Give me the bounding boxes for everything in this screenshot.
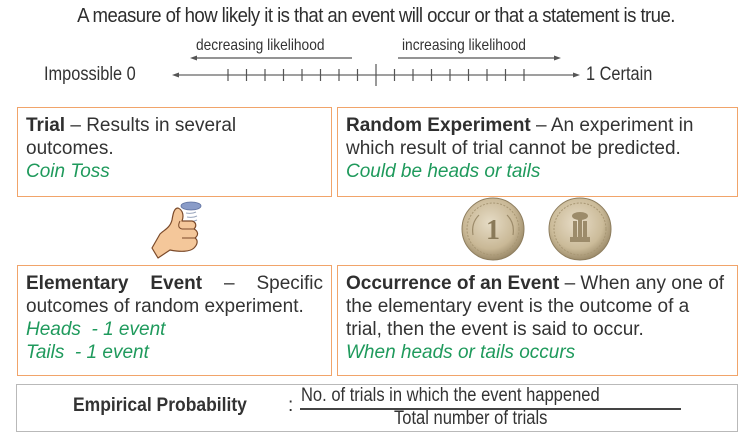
trial-example: Coin Toss xyxy=(26,161,110,182)
empirical-probability-formula: Empirical Probability : No. of trials in… xyxy=(16,384,738,432)
formula-separator: : xyxy=(288,395,294,416)
coin-heads-icon: 1 xyxy=(461,197,525,261)
svg-text:1: 1 xyxy=(486,215,500,246)
trial-definition: – Results in several outcomes. xyxy=(26,115,237,159)
formula-denominator: Total number of trials xyxy=(394,408,548,429)
arrow-right-icon xyxy=(573,72,580,78)
occurrence-definition: – When any one of the elementary event i… xyxy=(346,273,725,340)
random-experiment-definition: – An experiment in which result of trial… xyxy=(346,115,694,159)
increasing-likelihood-label: increasing likelihood xyxy=(402,37,526,54)
elementary-event-def-start: Specific xyxy=(256,273,324,294)
elementary-event-line1: Elementary Event – Specific xyxy=(26,272,323,295)
elementary-event-example-heads: Heads - 1 event xyxy=(26,319,166,340)
coin-tails-icon xyxy=(548,197,612,261)
impossible-label: Impossible 0 xyxy=(44,64,136,85)
left-arrow-icon xyxy=(190,55,352,61)
trial-term: Trial xyxy=(26,115,66,136)
formula-label: Empirical Probability xyxy=(73,395,247,416)
elementary-event-dash: – xyxy=(224,273,235,294)
right-arrow-icon xyxy=(398,55,561,61)
random-experiment-term: Random Experiment xyxy=(346,115,531,136)
elementary-event-example-tails: Tails - 1 event xyxy=(26,342,149,363)
formula-numerator: No. of trials in which the event happene… xyxy=(301,385,600,406)
intro-text: A measure of how likely it is that an ev… xyxy=(77,5,675,27)
direction-arrows xyxy=(190,55,561,61)
certain-label: 1 Certain xyxy=(586,64,653,85)
ticks xyxy=(227,64,525,86)
card-elementary-event: Elementary Event – Specific outcomes of … xyxy=(17,265,332,376)
card-random-experiment: Random Experiment – An experiment in whi… xyxy=(337,107,738,197)
likelihood-number-line xyxy=(172,64,580,86)
thumb-flipping-coin-icon xyxy=(151,201,202,259)
occurrence-term: Occurrence of an Event xyxy=(346,273,560,294)
elementary-event-definition: outcomes of random experiment. xyxy=(26,296,304,317)
random-experiment-example: Could be heads or tails xyxy=(346,161,541,182)
arrow-left-icon xyxy=(172,72,179,78)
card-trial: Trial – Results in several outcomes. Coi… xyxy=(17,107,332,197)
card-occurrence-of-event: Occurrence of an Event – When any one of… xyxy=(337,265,738,376)
fraction-bar xyxy=(300,408,681,410)
elementary-event-term: Elementary Event xyxy=(26,273,203,294)
occurrence-example: When heads or tails occurs xyxy=(346,342,576,363)
decreasing-likelihood-label: decreasing likelihood xyxy=(196,37,325,54)
